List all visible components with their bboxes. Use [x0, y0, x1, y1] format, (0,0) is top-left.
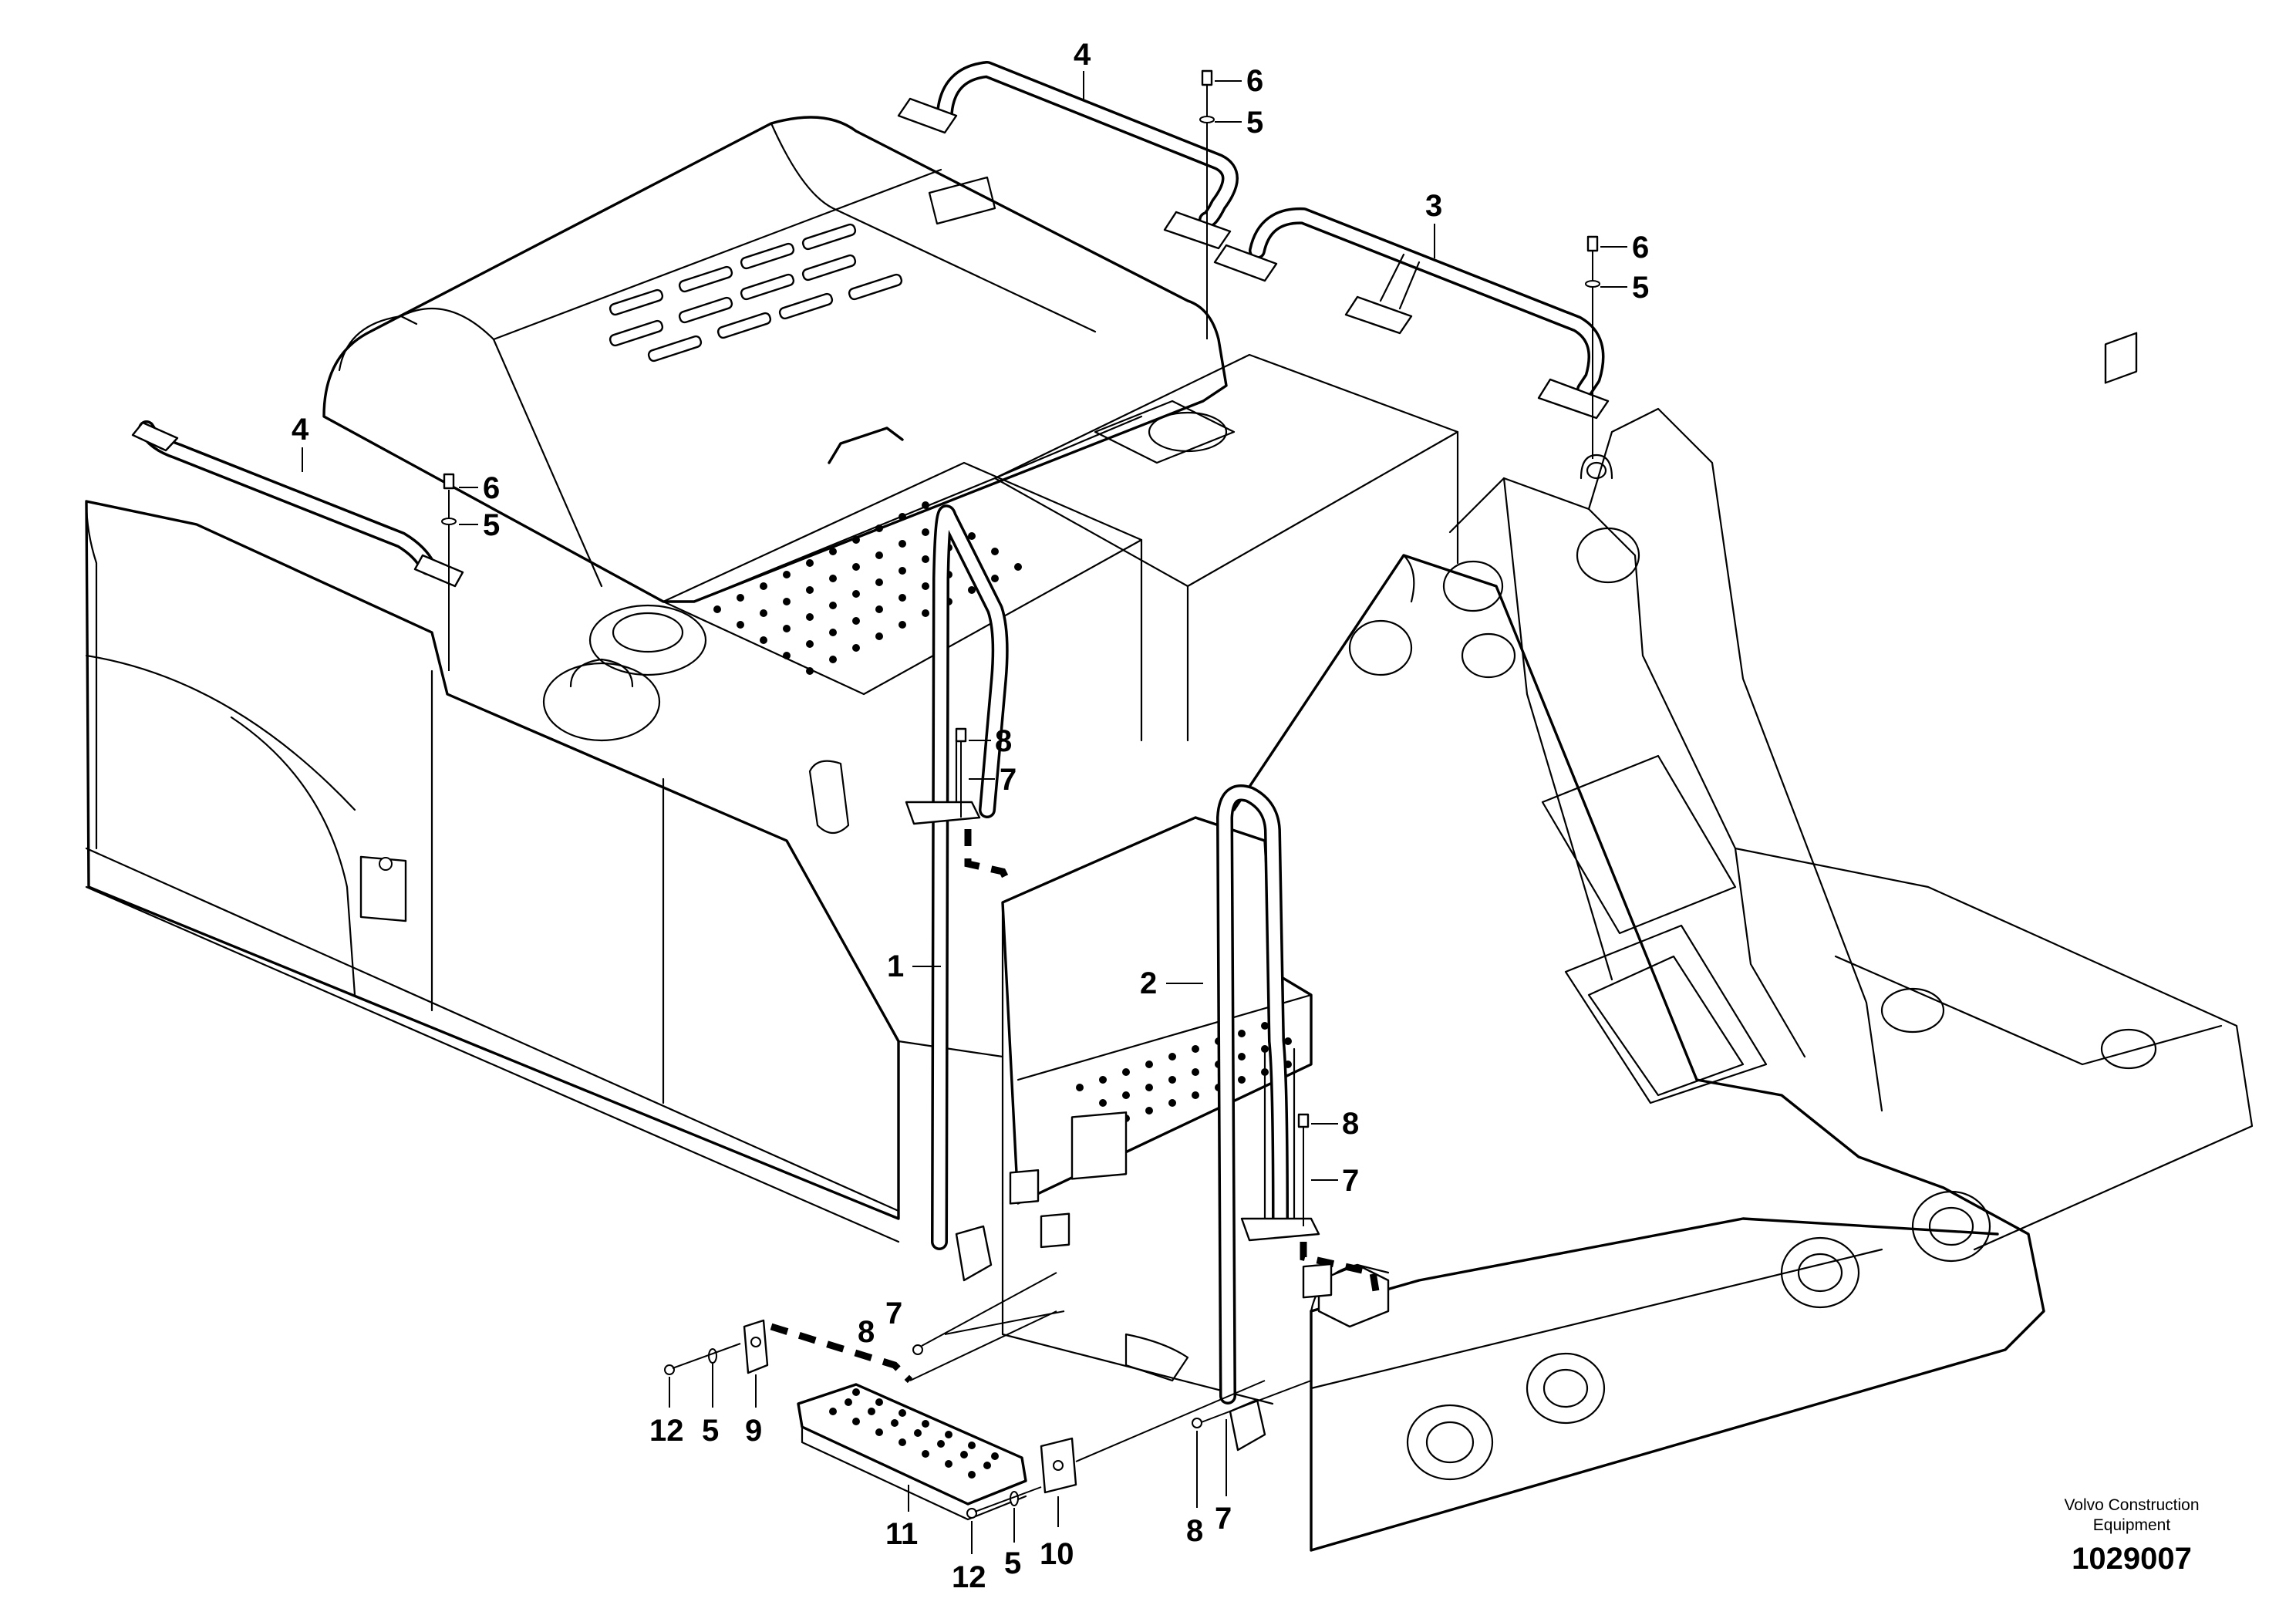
- callout-5-bottom-left: 5: [702, 1414, 719, 1448]
- callout-7-lower-right: 7: [1215, 1502, 1232, 1536]
- callout-6-top: 6: [1246, 64, 1263, 98]
- step-11: [797, 1383, 1027, 1521]
- callout-6-left: 6: [483, 471, 500, 505]
- manufacturer-line-2: Equipment: [2093, 1516, 2171, 1534]
- callout-8-handle1: 8: [995, 724, 1012, 758]
- callout-8-lower-left: 8: [858, 1315, 875, 1349]
- callout-7-handle2: 7: [1342, 1164, 1359, 1198]
- callout-5-left: 5: [483, 508, 500, 542]
- callout-2: 2: [1140, 966, 1157, 1000]
- callout-8-lower-right: 8: [1186, 1514, 1203, 1548]
- bracket-10: [1040, 1437, 1077, 1494]
- callout-8-handle2: 8: [1342, 1107, 1359, 1141]
- machine-body: [85, 116, 2254, 1552]
- callout-3: 3: [1425, 189, 1442, 223]
- callout-12-left: 12: [649, 1414, 684, 1448]
- callout-5-bottom-right: 5: [1004, 1546, 1021, 1580]
- grille-holes-lower: [1076, 1022, 1292, 1122]
- leader-lines: [302, 71, 1627, 1554]
- callout-10: 10: [1040, 1537, 1074, 1571]
- callout-4-top: 4: [1074, 38, 1091, 72]
- handrail-3: [1213, 207, 1610, 420]
- fasteners: [441, 69, 1600, 1519]
- document-number: 1029007: [2072, 1542, 2192, 1576]
- grab-handle-1: [905, 504, 1009, 1282]
- footer: Volvo Construction Equipment 1029007: [2064, 1496, 2199, 1576]
- callout-7-handle1: 7: [1000, 763, 1017, 797]
- handrail-4-left: [131, 420, 464, 588]
- callout-5-rail3: 5: [1632, 271, 1649, 305]
- manufacturer-line-1: Volvo Construction: [2064, 1496, 2199, 1514]
- callout-4-left: 4: [292, 413, 309, 447]
- callout-6-rail3: 6: [1632, 231, 1649, 265]
- callout-7-lower-left: 7: [885, 1297, 902, 1330]
- bracket-9: [743, 1319, 769, 1374]
- callout-1: 1: [887, 949, 904, 983]
- callout-12-right: 12: [952, 1560, 986, 1594]
- handrail-4-top: [897, 61, 1239, 250]
- callout-9: 9: [745, 1414, 762, 1448]
- grab-handle-2: [1216, 784, 1320, 1452]
- callout-5-top: 5: [1246, 106, 1263, 140]
- callout-11: 11: [885, 1517, 918, 1551]
- hood-slots: [609, 223, 903, 363]
- callout-labels: 1 2 3 4 4 5 5 5 5 5 6 6 6 7 7 7 7 8 8 8 …: [292, 38, 1649, 1594]
